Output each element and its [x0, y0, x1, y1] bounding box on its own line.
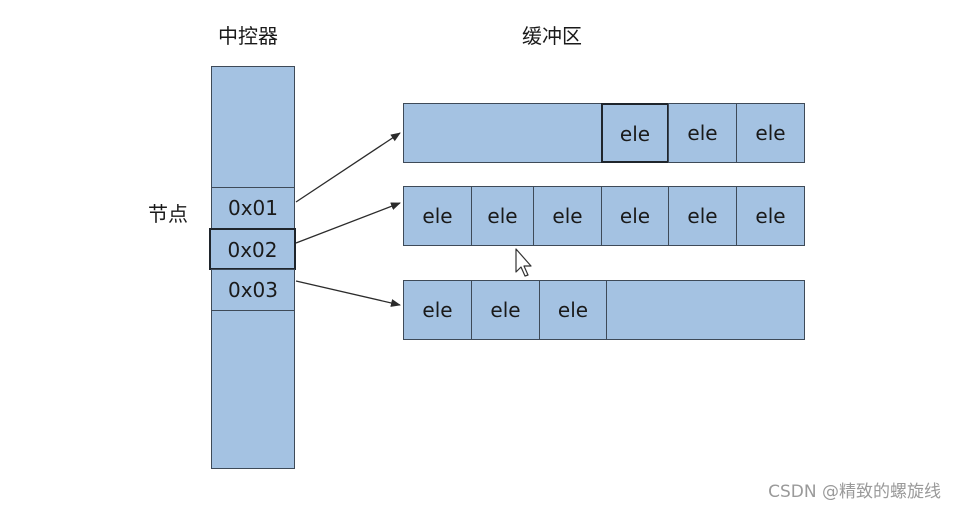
buffer-row-2-cell: ele [736, 186, 805, 246]
mouse-cursor-icon [515, 248, 532, 277]
buffer-row-2-cell: ele [601, 186, 669, 246]
node-cell-0x03: 0x03 [211, 269, 295, 311]
buffer-row-1-cell: ele [736, 103, 805, 163]
arrow-0x03-to-buffer-3 [295, 280, 401, 307]
controller-title: 中控器 [218, 24, 278, 48]
buffer-row-2-cell: ele [668, 186, 737, 246]
node-label: 节点 [148, 202, 188, 226]
watermark: CSDN @精致的螺旋线 [768, 482, 941, 502]
buffer-row-3-cell: ele [471, 280, 540, 340]
arrow-0x02-to-buffer-2 [295, 202, 401, 244]
buffer-title: 缓冲区 [522, 24, 582, 48]
buffer-row-3-cell: ele [403, 280, 472, 340]
buffer-row-1-cell: ele [601, 103, 669, 163]
buffer-row-3-cell: ele [539, 280, 607, 340]
buffer-row-2-cell: ele [403, 186, 472, 246]
arrow-0x01-to-buffer-1 [295, 132, 401, 203]
node-cell-0x01: 0x01 [211, 187, 295, 229]
